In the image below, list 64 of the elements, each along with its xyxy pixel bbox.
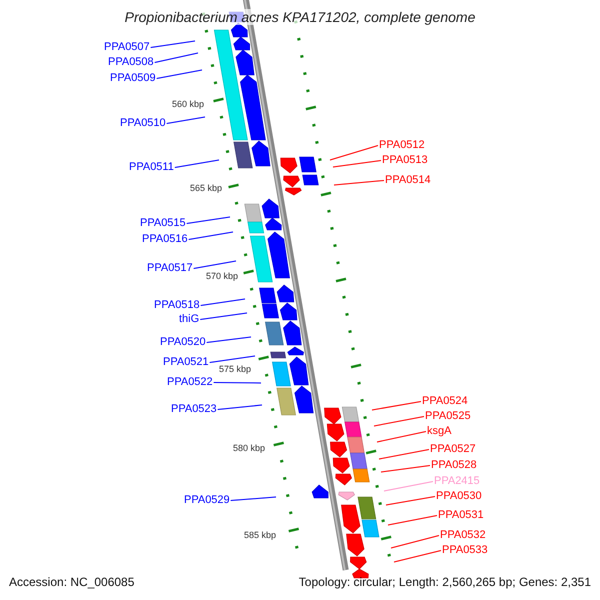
leader-line (209, 356, 256, 363)
leader-line (206, 336, 252, 343)
leader-line (384, 481, 434, 492)
scale-label: 560 kbp (172, 99, 204, 109)
gene-label: PPA0508 (108, 56, 154, 69)
gene-label: PPA0511 (129, 161, 174, 174)
gene-label: PPA0528 (431, 459, 477, 472)
leader-line (188, 232, 234, 240)
gene-label: PPA0518 (154, 299, 200, 312)
leader-line (200, 298, 246, 306)
gene-label: PPA0524 (422, 395, 468, 408)
leader-line (174, 160, 220, 168)
gene-label: PPA0514 (385, 174, 431, 187)
gene-label: PPA0513 (382, 154, 428, 167)
scale-label: 575 kbp (219, 364, 252, 374)
gene-label: ksgA (427, 425, 452, 438)
leader-line (380, 465, 430, 472)
gene-label: PPA0521 (163, 356, 209, 369)
leader-line (372, 401, 422, 410)
leader-line (154, 52, 198, 63)
gene-label: PPA0531 (438, 509, 484, 522)
leader-line (330, 145, 378, 160)
leader-line (388, 515, 438, 526)
gene-label: PPA2415 (434, 475, 480, 488)
leader-line (213, 382, 262, 384)
gene-label: PPA0516 (142, 233, 188, 246)
leader-line (217, 404, 262, 410)
gene-label: PPA0523 (171, 403, 217, 416)
gene-label: PPA0533 (442, 544, 488, 557)
genome-info-note: Topology: circular; Length: 2,560,265 bp; Genes: 2,351 (298, 575, 591, 589)
gene-label: PPA0507 (104, 41, 150, 54)
leader-line (166, 116, 206, 124)
gene-label: PPA0512 (379, 139, 425, 152)
scale-label: 585 kbp (244, 530, 276, 540)
leader-line (186, 216, 230, 224)
gene-label: PPA0515 (140, 217, 186, 230)
gene-label: thiG (179, 313, 200, 326)
leader-line (374, 416, 424, 426)
gene-label: PPA0517 (147, 262, 193, 275)
leader-line (378, 449, 430, 460)
gene-label: PPA0529 (184, 494, 230, 507)
leader-line (332, 160, 382, 168)
gene-label: PPA0525 (425, 410, 471, 423)
leader-line (200, 312, 248, 320)
accession-note: Accession: NC_006085 (9, 575, 134, 589)
leader-line (334, 180, 384, 186)
gene-label: PPA0510 (120, 117, 166, 130)
gene-label: PPA0509 (110, 72, 156, 85)
scale-label: 580 kbp (233, 443, 266, 453)
gene-label: PPA0522 (167, 376, 213, 389)
leader-line (376, 431, 426, 442)
gene-label: PPA0520 (160, 336, 206, 349)
scale-label: 565 kbp (190, 183, 222, 193)
leader-line (150, 40, 196, 48)
gene-label: PPA0532 (440, 529, 486, 542)
leader-line (386, 496, 436, 506)
leader-line (230, 496, 276, 501)
leader-line (394, 550, 442, 562)
gene-label: PPA0527 (430, 443, 476, 456)
leader-line (193, 260, 236, 269)
scale-label: 570 kbp (206, 271, 238, 281)
leader-line (390, 535, 440, 548)
leader-line (156, 70, 202, 79)
gene-label: PPA0530 (436, 490, 482, 503)
